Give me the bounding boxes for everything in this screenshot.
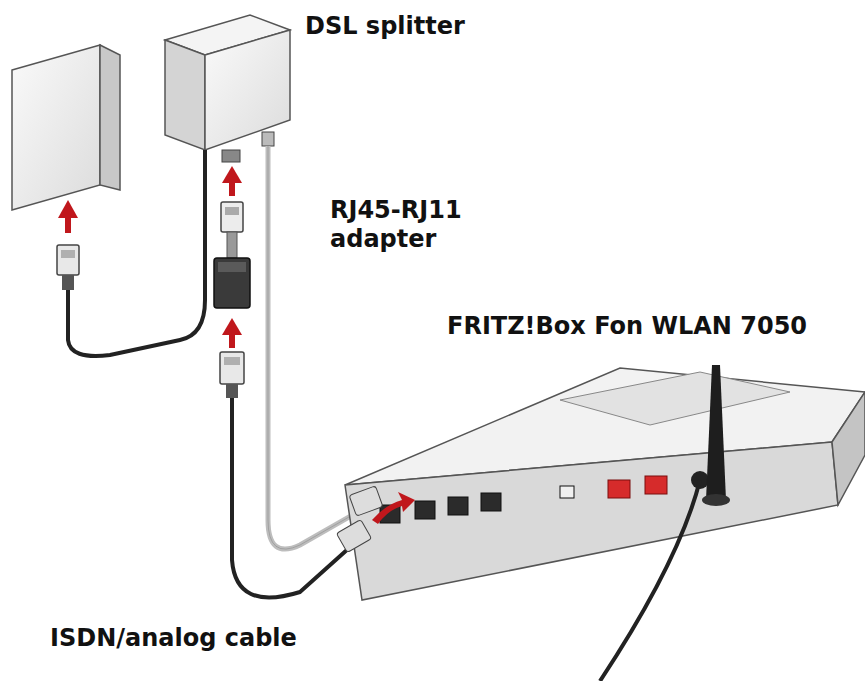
fritzbox-router	[336, 368, 865, 600]
rj45-rj11-adapter	[214, 258, 250, 308]
rj-plug	[57, 245, 79, 290]
part-label: RJ45-RJ11 adapter	[330, 196, 480, 254]
antenna	[702, 365, 730, 506]
power-cable	[600, 480, 700, 681]
device-label: FRITZ!Box Fon WLAN 7050	[447, 312, 807, 341]
rj11-plug	[221, 202, 243, 258]
isdn-analog-cable	[232, 398, 358, 598]
wall-socket	[12, 45, 120, 210]
cable	[68, 150, 205, 356]
rj45-plug	[220, 352, 244, 398]
red-arrow	[372, 492, 415, 524]
dsl-splitter	[165, 15, 290, 162]
cable-label: ISDN/analog cable	[50, 624, 297, 653]
part-label: DSL splitter	[305, 12, 465, 41]
red-arrow	[58, 200, 78, 233]
red-arrow	[222, 166, 242, 348]
